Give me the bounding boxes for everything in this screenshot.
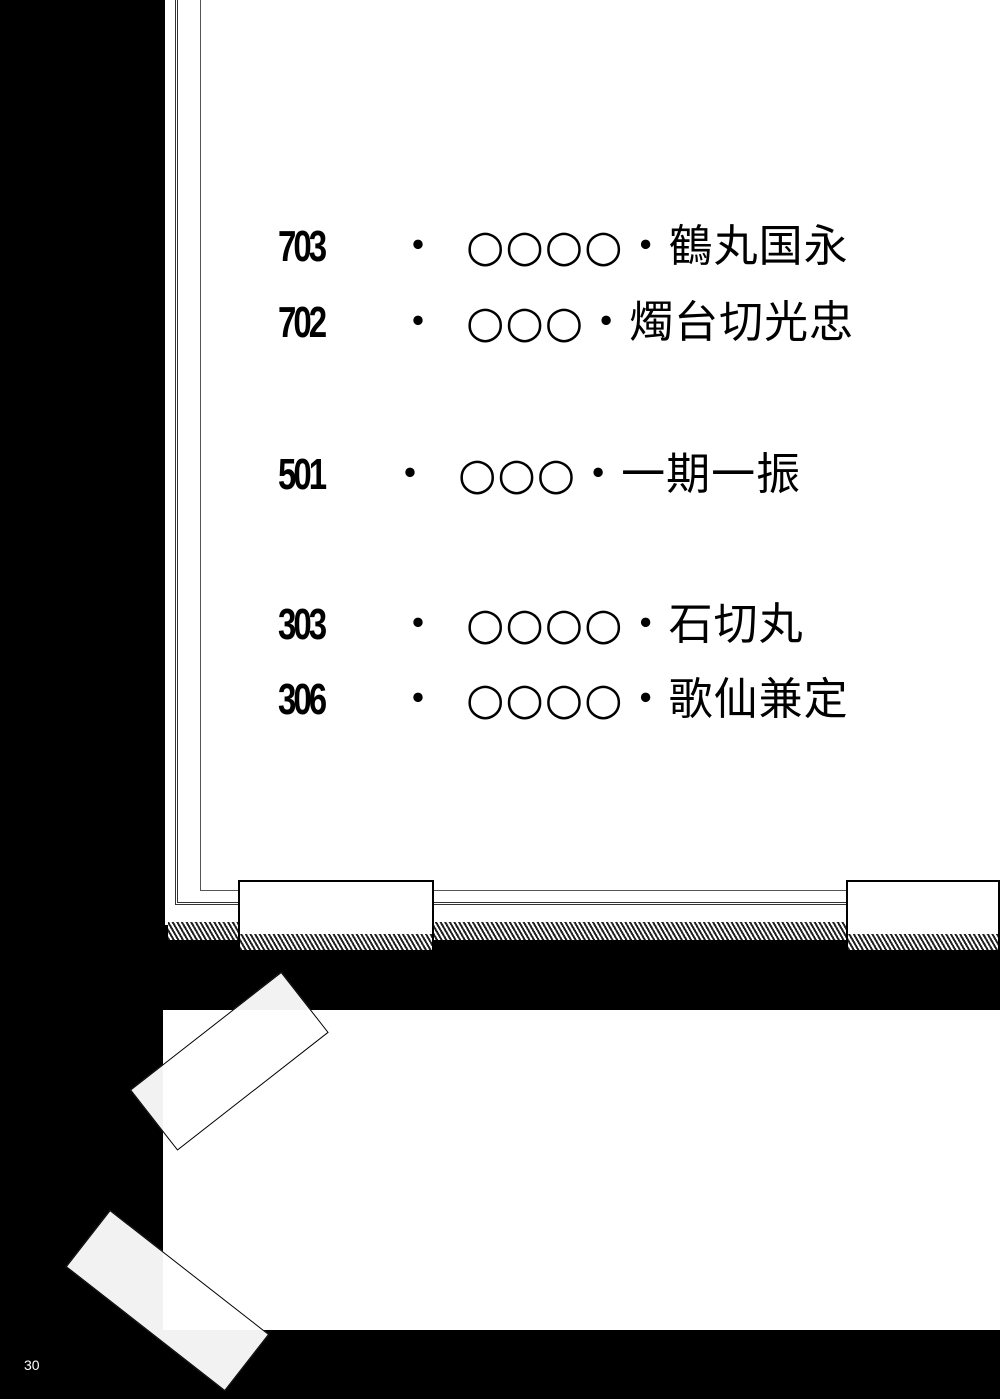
separator-dot: ・ <box>396 221 440 272</box>
resident-name: ○○○○・石切丸 <box>466 599 804 650</box>
room-number: 501 <box>278 450 327 499</box>
separator-dot: ・ <box>396 297 440 348</box>
room-row: 702 ・ ○○○・燭台切光忠 <box>0 293 1000 353</box>
room-row: 306 ・ ○○○○・歌仙兼定 <box>0 670 1000 730</box>
room-number: 703 <box>278 222 327 271</box>
resident-name: ○○○○・歌仙兼定 <box>466 674 849 725</box>
resident-name: ○○○・一期一振 <box>458 449 802 500</box>
separator-dot: ・ <box>388 449 432 500</box>
separator-dot: ・ <box>396 599 440 650</box>
whiteboard-inner-edge <box>200 0 1000 891</box>
room-number: 306 <box>278 675 327 724</box>
room-number: 303 <box>278 600 327 649</box>
whiteboard-frame <box>175 0 1000 905</box>
room-row: 501 ・ ○○○・一期一振 <box>0 445 1000 505</box>
room-row: 303 ・ ○○○○・石切丸 <box>0 595 1000 655</box>
whiteboard <box>165 0 1000 925</box>
whiteboard-clip-right <box>846 880 1000 952</box>
blank-panel <box>163 1010 1000 1330</box>
room-row: 703 ・ ○○○○・鶴丸国永 <box>0 217 1000 277</box>
resident-name: ○○○・燭台切光忠 <box>466 297 855 348</box>
room-number: 702 <box>278 298 327 347</box>
whiteboard-clip-left <box>238 880 434 952</box>
page-number: 30 <box>24 1357 40 1373</box>
separator-dot: ・ <box>396 674 440 725</box>
resident-name: ○○○○・鶴丸国永 <box>466 221 849 272</box>
